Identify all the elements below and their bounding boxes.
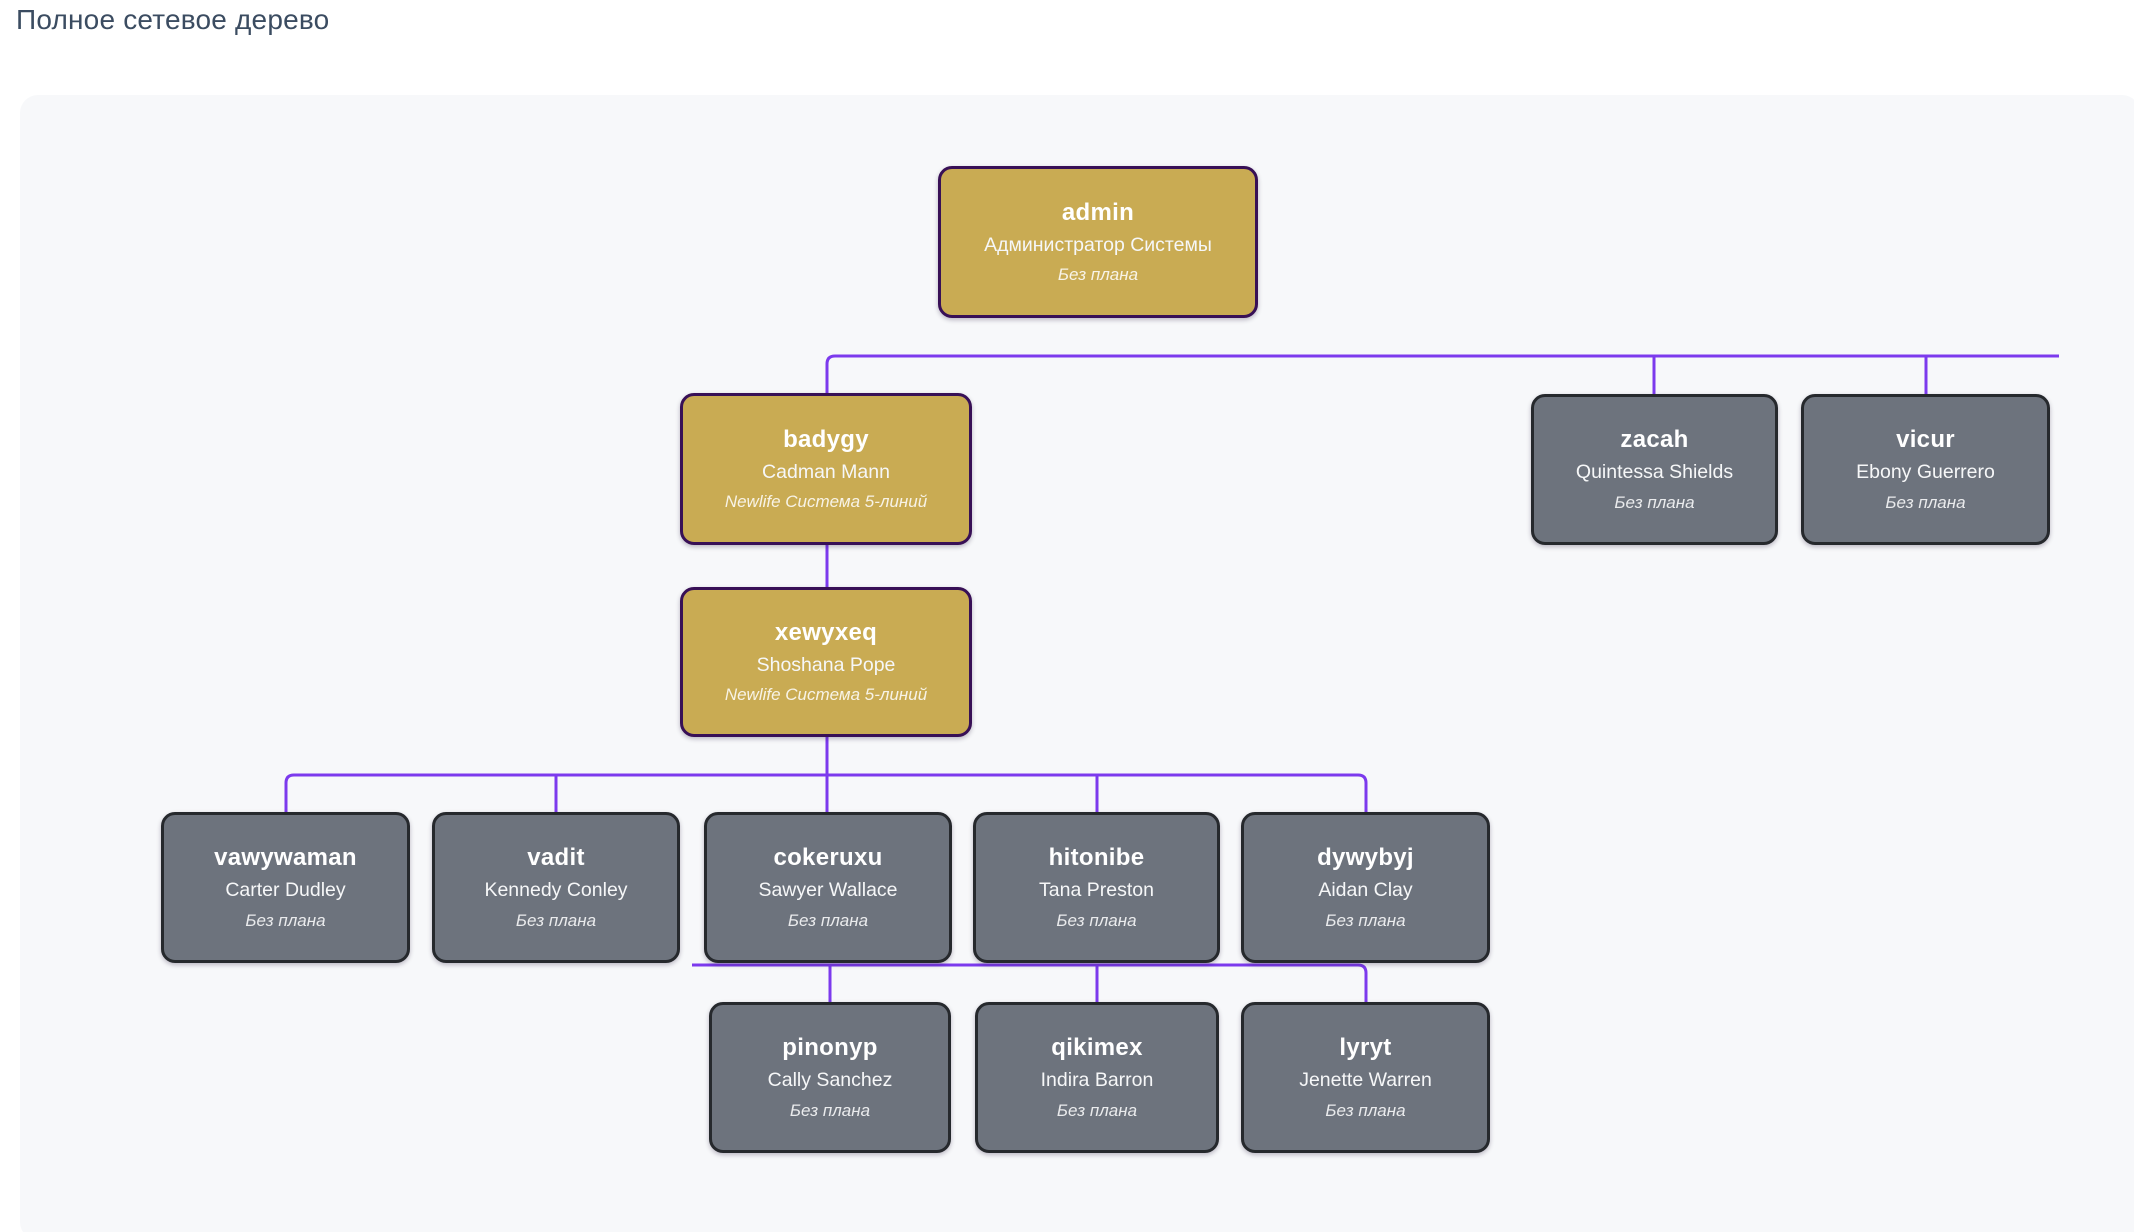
node-plan: Newlife Система 5-линий — [724, 685, 928, 705]
node-login: cokeruxu — [773, 844, 883, 872]
tree-node-hitonibe[interactable]: hitonibe Tana Preston Без плана — [973, 812, 1220, 963]
node-member-name: Quintessa Shields — [1575, 461, 1734, 484]
tree-node-qikimex[interactable]: qikimex Indira Barron Без плана — [975, 1002, 1219, 1153]
node-plan: Без плана — [1325, 1100, 1406, 1120]
node-login: admin — [1061, 198, 1135, 226]
tree-node-pinonyp[interactable]: pinonyp Cally Sanchez Без плана — [709, 1002, 951, 1153]
node-member-name: Kennedy Conley — [484, 879, 628, 902]
node-login: pinonyp — [782, 1034, 878, 1062]
node-login: badygy — [783, 425, 869, 453]
page-title: Полное сетевое дерево — [16, 4, 330, 35]
node-login: dywybyj — [1317, 844, 1414, 872]
tree-node-admin[interactable]: admin Администратор Системы Без плана — [938, 166, 1258, 318]
node-member-name: Cadman Mann — [762, 460, 890, 483]
node-login: hitonibe — [1048, 844, 1145, 872]
node-member-name: Администратор Системы — [984, 233, 1212, 256]
node-plan: Без плана — [1056, 1100, 1138, 1120]
tree-node-zacah[interactable]: zacah Quintessa Shields Без плана — [1531, 394, 1778, 545]
node-member-name: Sawyer Wallace — [758, 879, 898, 902]
node-plan: Без плана — [787, 910, 869, 930]
node-member-name: Shoshana Pope — [756, 653, 896, 676]
node-member-name: Aidan Clay — [1318, 879, 1413, 902]
node-login: vadit — [527, 844, 585, 872]
node-plan: Без плана — [1325, 910, 1406, 930]
tree-node-cokeruxu[interactable]: cokeruxu Sawyer Wallace Без плана — [704, 812, 952, 963]
node-plan: Без плана — [515, 910, 597, 930]
node-plan: Без плана — [1056, 910, 1137, 930]
node-login: zacah — [1620, 426, 1689, 454]
node-member-name: Jenette Warren — [1299, 1069, 1432, 1092]
tree-node-badygy[interactable]: badygy Cadman Mann Newlife Система 5-лин… — [680, 393, 972, 545]
node-plan: Без плана — [789, 1100, 871, 1120]
node-member-name: Cally Sanchez — [767, 1069, 893, 1092]
node-login: lyryt — [1339, 1034, 1392, 1062]
node-login: xewyxeq — [774, 618, 878, 646]
node-login: vicur — [1896, 426, 1955, 454]
tree-node-dywybyj[interactable]: dywybyj Aidan Clay Без плана — [1241, 812, 1490, 963]
tree-node-vawywaman[interactable]: vawywaman Carter Dudley Без плана — [161, 812, 410, 963]
node-plan: Без плана — [1614, 492, 1695, 512]
tree-node-lyryt[interactable]: lyryt Jenette Warren Без плана — [1241, 1002, 1490, 1153]
node-login: vawywaman — [214, 844, 357, 872]
node-login: qikimex — [1051, 1034, 1143, 1062]
tree-node-xewyxeq[interactable]: xewyxeq Shoshana Pope Newlife Система 5-… — [680, 587, 972, 737]
node-member-name: Indira Barron — [1040, 1069, 1154, 1092]
node-member-name: Ebony Guerrero — [1856, 461, 1995, 484]
node-member-name: Carter Dudley — [225, 879, 346, 902]
tree-node-vadit[interactable]: vadit Kennedy Conley Без плана — [432, 812, 680, 963]
tree-node-vicur[interactable]: vicur Ebony Guerrero Без плана — [1801, 394, 2050, 545]
node-plan: Без плана — [1885, 492, 1966, 512]
node-plan: Без плана — [1057, 265, 1139, 285]
node-plan: Без плана — [245, 910, 326, 930]
node-plan: Newlife Система 5-линий — [724, 492, 928, 512]
node-member-name: Tana Preston — [1039, 879, 1154, 902]
